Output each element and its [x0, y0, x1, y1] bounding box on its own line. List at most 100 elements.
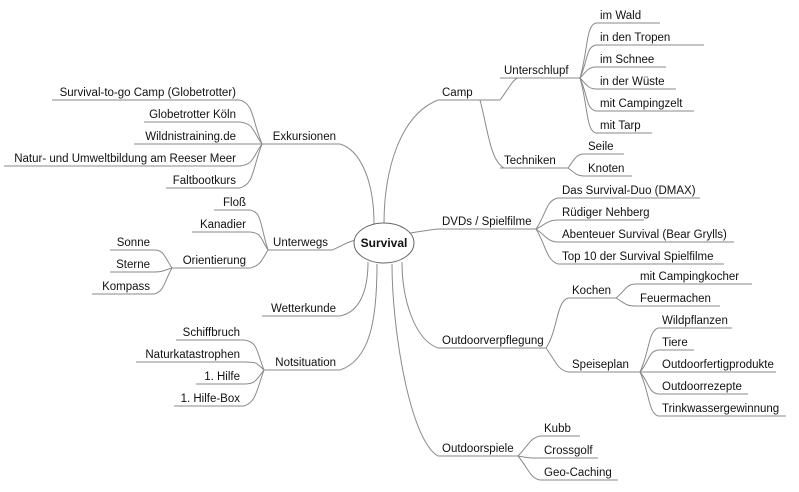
node-unterschlupf: Unterschlupf	[504, 65, 569, 77]
connector-erste-hilfe	[243, 369, 265, 385]
leaf-reeser-meer: Natur- und Umweltbildung am Reeser Meer	[14, 153, 236, 165]
leaf-feuermachen: Feuermachen	[640, 293, 711, 305]
node-camp: Camp	[442, 87, 473, 99]
connector-sterne	[153, 267, 173, 273]
connector-campingzelt	[579, 77, 597, 112]
leaf-sonne: Sonne	[117, 237, 150, 249]
connector-verpflegung	[401, 261, 439, 349]
leaf-naturkatastrophen: Naturkatastrophen	[145, 349, 240, 361]
connector-exk-4	[239, 143, 263, 167]
connector-tiere	[639, 349, 659, 373]
node-exkursionen: Exkursionen	[273, 131, 336, 143]
connector-notsituation	[339, 263, 378, 371]
connector-schiffbruch	[243, 339, 265, 371]
leaf-im-schnee: im Schnee	[600, 54, 654, 66]
leaf-in-den-tropen: in den Tropen	[600, 32, 670, 44]
connector-dvd-1	[535, 197, 559, 230]
connector-exk-2	[239, 121, 263, 145]
connector-naturkatastrophen	[243, 361, 265, 371]
connector-campingkocher	[615, 283, 637, 299]
node-orientierung: Orientierung	[183, 255, 246, 267]
leaf-sterne: Sterne	[116, 259, 150, 271]
connector-kompass	[153, 267, 173, 295]
connector-feuermachen	[615, 297, 637, 307]
leaf-erste-hilfe: 1. Hilfe	[204, 371, 240, 383]
branch-wetterkunde: Wetterkunde	[271, 303, 336, 315]
branch-dvds: DVDs / Spielfilme Das Survival-Duo (DMAX…	[442, 185, 727, 263]
leaf-knoten: Knoten	[588, 163, 624, 175]
branch-camp: Camp Unterschlupf im Wald in den Tropen …	[442, 10, 683, 175]
connector-geocaching	[517, 455, 541, 481]
connector-floss	[249, 209, 269, 251]
connector-dvds	[409, 228, 439, 234]
leaf-dvd-bear-grylls: Abenteuer Survival (Bear Grylls)	[562, 229, 727, 241]
node-notsituation: Notsituation	[275, 357, 336, 369]
leaf-crossgolf: Crossgolf	[544, 445, 593, 457]
node-unterwegs: Unterwegs	[273, 237, 328, 249]
connector-speiseplan	[545, 347, 569, 373]
leaf-fertigprodukte: Outdoorfertigprodukte	[662, 359, 774, 371]
leaf-survival-to-go: Survival-to-go Camp (Globetrotter)	[60, 87, 237, 99]
connector-wildpflanzen	[639, 327, 659, 373]
connector-orientierung	[249, 249, 269, 269]
connector-rezepte	[639, 371, 659, 395]
node-wetterkunde: Wetterkunde	[271, 303, 336, 315]
connectors	[4, 22, 786, 481]
connector-exkursionen	[339, 143, 375, 225]
center-ellipse	[353, 222, 415, 264]
connector-unterwegs	[331, 239, 357, 251]
connector-kubb	[517, 435, 541, 457]
leaf-dvd-survival-duo: Das Survival-Duo (DMAX)	[562, 185, 696, 197]
connector-seile	[567, 153, 585, 169]
connector-spiele	[391, 263, 439, 457]
connector-erste-hilfe-box	[243, 369, 265, 407]
leaf-geocaching: Geo-Caching	[544, 467, 612, 479]
leaf-faltbootkurs: Faltbootkurs	[173, 175, 237, 187]
connector-unterschlupf	[499, 77, 519, 101]
branch-unterwegs: Unterwegs Floß Kanadier Orientierung Son…	[102, 197, 328, 293]
leaf-kubb: Kubb	[544, 423, 571, 435]
connector-wetterkunde	[339, 261, 369, 317]
leaf-globetrotter-koeln: Globetrotter Köln	[149, 109, 236, 121]
connector-tarp	[579, 77, 597, 134]
leaf-kompass: Kompass	[102, 281, 150, 293]
connector-knoten	[567, 167, 585, 177]
connector-tropen	[579, 44, 597, 79]
leaf-erste-hilfe-box: 1. Hilfe-Box	[181, 393, 241, 405]
leaf-mit-campingzelt: mit Campingzelt	[600, 98, 683, 110]
connector-kochen	[545, 297, 569, 349]
node-speiseplan: Speiseplan	[572, 359, 629, 371]
connector-exk-1	[239, 99, 263, 145]
center-node: Survival	[353, 222, 415, 264]
leaf-schiffbruch: Schiffbruch	[183, 327, 240, 339]
connector-schnee	[579, 66, 597, 79]
connector-crossgolf	[517, 455, 541, 459]
connector-dvd-2	[535, 219, 559, 230]
connector-exk-5	[239, 143, 263, 189]
leaf-tiere: Tiere	[662, 337, 688, 349]
connector-techniken	[479, 99, 505, 169]
node-dvds: DVDs / Spielfilme	[442, 216, 531, 228]
leaf-trinkwasser: Trinkwassergewinnung	[662, 403, 779, 415]
connector-dvd-4	[535, 228, 559, 265]
node-techniken: Techniken	[504, 155, 556, 167]
leaf-in-der-wueste: in der Wüste	[600, 76, 665, 88]
leaf-campingkocher: mit Campingkocher	[640, 271, 739, 283]
connector-kanadier	[249, 231, 269, 251]
node-spiele: Outdoorspiele	[442, 443, 514, 455]
leaf-dvd-top10: Top 10 der Survival Spielfilme	[562, 251, 714, 263]
connector-sonne	[153, 249, 173, 269]
leaf-floss: Floß	[223, 197, 246, 209]
leaf-dvd-nehberg: Rüdiger Nehberg	[562, 207, 650, 219]
center-label: Survival	[361, 236, 408, 250]
connector-im-wald	[579, 22, 597, 79]
branch-exkursionen: Exkursionen Survival-to-go Camp (Globetr…	[14, 87, 336, 187]
node-kochen: Kochen	[572, 285, 611, 297]
leaf-kanadier: Kanadier	[200, 219, 246, 231]
branch-verpflegung: Outdoorverpflegung Kochen mit Campingkoc…	[442, 271, 779, 415]
connector-wueste	[579, 77, 597, 90]
connector-camp	[383, 99, 439, 225]
leaf-im-wald: im Wald	[600, 10, 641, 22]
branch-notsituation: Notsituation Schiffbruch Naturkatastroph…	[145, 327, 336, 405]
